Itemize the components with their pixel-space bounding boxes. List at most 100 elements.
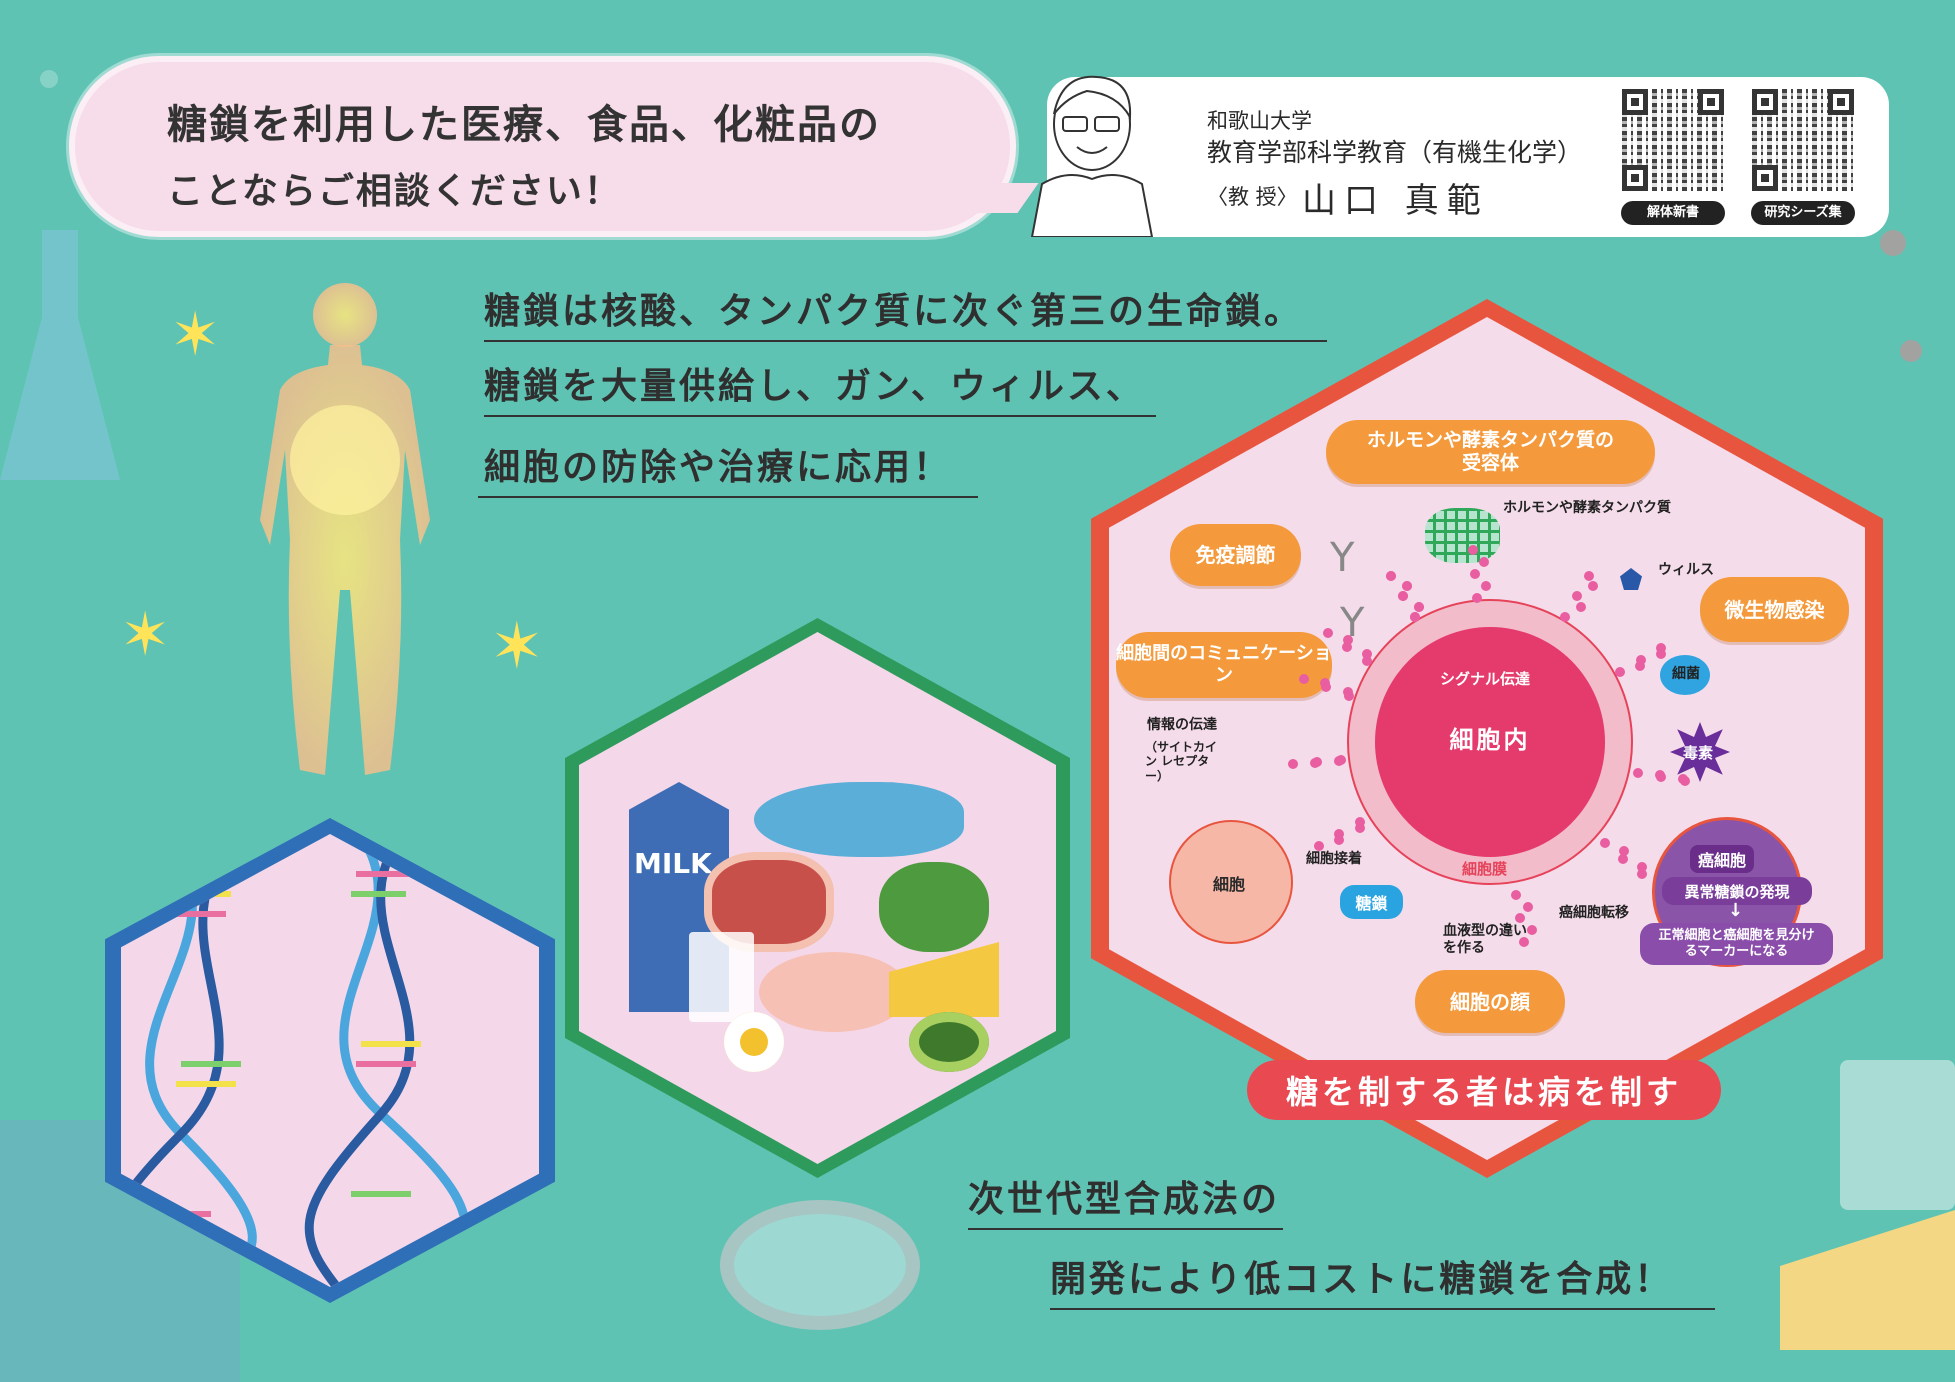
sugar-unit <box>1478 556 1489 567</box>
label-bacteria: 細菌 <box>1672 666 1700 682</box>
sugar-unit <box>1298 674 1309 685</box>
sugar-unit <box>1656 643 1667 653</box>
sugar-unit <box>1362 649 1373 660</box>
label-adhesion: 細胞接着 <box>1306 851 1362 867</box>
sugar-unit <box>1309 758 1320 769</box>
broccoli-illustration <box>879 862 989 952</box>
sugar-unit <box>1354 823 1365 833</box>
sugar-unit <box>1322 628 1333 639</box>
sugar-unit <box>1410 612 1420 623</box>
hormone-protein-icon <box>1425 508 1500 563</box>
sugar-unit <box>1519 936 1530 947</box>
pill-face: 細胞の顔 <box>1415 970 1565 1033</box>
sugar-unit <box>1632 768 1643 779</box>
label-virus: ウィルス <box>1658 562 1714 578</box>
sugar-unit <box>1515 913 1526 924</box>
label-toxin: 毒素 <box>1683 744 1714 762</box>
dna-hexagon <box>105 818 555 1303</box>
sugar-unit <box>1355 817 1366 827</box>
sugar-unit <box>1614 667 1625 677</box>
arrow-down-icon: ↓ <box>1728 900 1744 921</box>
virus-icon <box>1620 568 1642 590</box>
sugar-unit <box>1467 544 1478 555</box>
label-cancer: 癌細胞 <box>1690 845 1755 873</box>
bubble-decoration <box>1900 340 1922 362</box>
sparkle-icon: ✶ <box>120 600 171 670</box>
milk-glass-illustration <box>689 932 754 1022</box>
pill-receptor: ホルモンや酵素タンパク質の受容体 <box>1326 420 1655 484</box>
fish-illustration <box>754 782 964 857</box>
intro-line: 糖鎖を大量供給し、ガン、ウィルス、 <box>484 357 1156 417</box>
qr-code-icon[interactable] <box>1622 89 1724 191</box>
cell-circle <box>1169 820 1293 944</box>
bacteria-icon <box>1660 655 1710 695</box>
label-marker: 正常細胞と癌細胞を見分けるマーカーになる <box>1640 923 1833 965</box>
sugar-unit <box>1469 568 1480 579</box>
label-metastasis: 癌細胞転移 <box>1559 905 1629 921</box>
headline-bubble: 糖鎖を利用した医療、食品、化粧品の ことならご相談ください！ <box>69 56 1039 237</box>
label-hormone: ホルモンや酵素タンパク質 <box>1503 500 1671 516</box>
toxin-icon <box>1670 722 1730 782</box>
sugar-unit <box>1619 846 1630 857</box>
sugar-unit <box>1584 570 1594 581</box>
sugar-unit <box>1618 853 1629 864</box>
headline-line2: ことならご相談ください！ <box>167 171 622 212</box>
sugar-unit <box>1342 642 1353 653</box>
university: 和歌山大学 <box>1207 109 1312 133</box>
profile-card: 和歌山大学 教育学部科学教育（有機生化学） 〈教 授〉 山口 真範 解体新書 研… <box>1030 75 1889 237</box>
qr-code-icon[interactable] <box>1752 89 1854 191</box>
sugar-unit <box>1333 835 1344 845</box>
headline-line1: 糖鎖を利用した医療、食品、化粧品の <box>167 102 881 148</box>
bubble-decoration <box>40 70 58 88</box>
label-info: 情報の伝達 <box>1147 717 1217 733</box>
bubble-decoration <box>1880 230 1906 256</box>
qr-label-research-seeds: 研究シーズ集 <box>1751 201 1855 225</box>
label-blood: 血液型の違いを作る <box>1443 923 1527 956</box>
rank: 〈教 授〉 <box>1207 185 1298 209</box>
slogan-banner: 糖を制する者は病を制す <box>1247 1060 1721 1120</box>
sugar-unit <box>1287 759 1298 770</box>
pill-immune: 免疫調節 <box>1170 524 1301 586</box>
sugar-unit <box>1599 838 1610 849</box>
sugar-unit <box>1679 776 1690 787</box>
label-abnormal: 異常糖鎖の発現 <box>1662 877 1812 905</box>
bottom-line: 次世代型合成法の <box>968 1170 1283 1230</box>
sugar-unit <box>1572 591 1582 602</box>
sugar-unit <box>1637 861 1648 872</box>
sugar-unit <box>1523 901 1534 912</box>
sugar-unit <box>1560 612 1570 623</box>
sugar-unit <box>1402 580 1412 591</box>
avocado-illustration <box>909 1012 989 1072</box>
bottom-line: 開発により低コストに糖鎖を合成！ <box>1050 1250 1715 1310</box>
antibody-icon: Y <box>1330 535 1355 581</box>
sugar-chain-badge: 糖鎖 <box>1340 885 1403 919</box>
sugar-unit <box>1414 601 1424 612</box>
food-hexagon: MILK <box>565 618 1070 1178</box>
professor-portrait-icon <box>1030 75 1154 237</box>
magnifier-illustration <box>720 1200 920 1330</box>
sugar-unit <box>1334 829 1345 839</box>
department: 教育学部科学教育（有機生化学） <box>1207 138 1583 167</box>
sugar-unit <box>1342 686 1353 697</box>
sugar-unit <box>1320 678 1331 689</box>
sugar-unit <box>1635 655 1646 665</box>
chicken-illustration <box>759 952 909 1032</box>
sugar-unit <box>1588 580 1598 591</box>
sparkle-icon: ✶ <box>170 300 221 370</box>
sugar-unit <box>1511 889 1522 900</box>
label-cytokine: （サイトカイン レセプター） <box>1145 740 1218 783</box>
cheese-illustration <box>889 942 999 1017</box>
sparkle-icon: ✶ <box>490 610 544 684</box>
sugar-unit <box>1386 570 1396 581</box>
label-signal: シグナル伝達 <box>1440 670 1531 688</box>
label-intracellular: 細胞内 <box>1449 726 1531 754</box>
intracellular-area <box>1375 627 1605 857</box>
sugar-unit <box>1313 841 1324 851</box>
sugar-unit <box>1576 601 1586 612</box>
sugar-unit <box>1333 756 1344 767</box>
human-body-illustration <box>260 283 430 775</box>
sugar-unit <box>1527 925 1538 936</box>
cheese-illustration <box>1780 1210 1955 1350</box>
sugar-unit <box>1656 649 1667 659</box>
egg-illustration <box>724 1012 784 1072</box>
